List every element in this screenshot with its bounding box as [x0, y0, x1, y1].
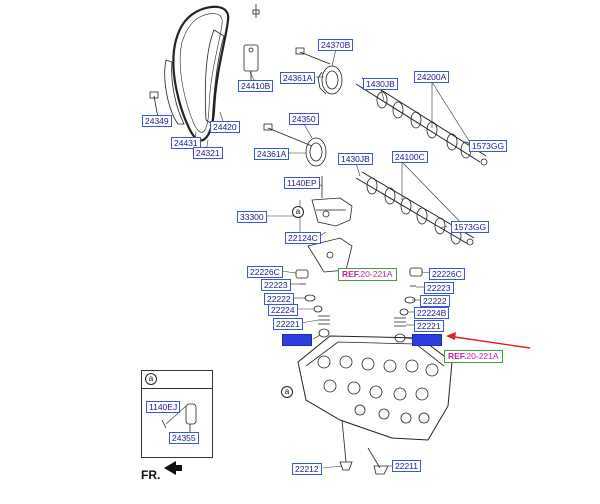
- cvvt-valve-assembly: [311, 197, 353, 227]
- reference-link-lower[interactable]: REF.20-221A: [444, 350, 503, 363]
- part-label-1430jb-lower[interactable]: 1430JB: [338, 153, 373, 165]
- part-label-24200a[interactable]: 24200A: [414, 71, 450, 83]
- exhaust-cam-sprocket: [317, 65, 343, 95]
- detail-inset: [141, 370, 213, 458]
- chain-guide-left: [164, 59, 185, 125]
- inset-header: [142, 371, 212, 389]
- intake-valve: [367, 447, 389, 475]
- part-label-22212[interactable]: 22212: [292, 463, 322, 475]
- front-arrow-icon: [164, 461, 182, 475]
- part-label-22226c-left[interactable]: 22226C: [247, 266, 283, 278]
- reference-code: 20-221A: [466, 351, 499, 361]
- part-label-22225-right-highlighted[interactable]: 22225: [412, 334, 442, 346]
- part-label-1140ep[interactable]: 1140EP: [284, 177, 320, 189]
- part-label-22222-right[interactable]: 22222: [420, 295, 450, 307]
- front-marker-label: FR.: [141, 468, 161, 482]
- part-label-22224b[interactable]: 22224B: [414, 307, 450, 319]
- timing-chain-inner: [179, 13, 223, 133]
- part-label-33300[interactable]: 33300: [237, 211, 267, 223]
- part-label-22221-left[interactable]: 22221: [273, 318, 303, 330]
- part-label-24420[interactable]: 24420: [210, 121, 240, 133]
- valve-train-left: [295, 269, 330, 338]
- reference-link-upper[interactable]: REF.20-221A: [338, 268, 397, 281]
- part-label-24349[interactable]: 24349: [142, 115, 172, 127]
- part-label-24350[interactable]: 24350: [289, 113, 319, 125]
- reference-code: 20-221A: [360, 269, 393, 279]
- part-label-22223-left[interactable]: 22223: [261, 279, 291, 291]
- part-label-24361a-upper[interactable]: 24361A: [280, 72, 316, 84]
- exhaust-camshaft: [355, 77, 488, 166]
- part-label-24370b[interactable]: 24370B: [318, 39, 354, 51]
- part-label-24355[interactable]: 24355: [169, 432, 199, 444]
- callout-a-head[interactable]: a: [281, 386, 293, 398]
- intake-cam-sprocket: [305, 137, 327, 167]
- part-label-1140ej[interactable]: 1140EJ: [146, 401, 181, 413]
- intake-camshaft: [355, 171, 475, 246]
- part-label-24410b[interactable]: 24410B: [238, 80, 274, 92]
- part-label-24321[interactable]: 24321: [193, 147, 223, 159]
- callout-a-inset: a: [145, 373, 157, 385]
- part-label-24431[interactable]: 24431: [171, 137, 201, 149]
- part-label-22211[interactable]: 22211: [392, 460, 422, 472]
- part-label-1573gg-lower[interactable]: 1573GG: [451, 221, 490, 233]
- callout-a-cvvt[interactable]: a: [292, 206, 304, 218]
- part-label-1573gg-upper[interactable]: 1573GG: [469, 140, 508, 152]
- exhaust-valve: [339, 419, 353, 471]
- part-label-1430jb-upper[interactable]: 1430JB: [363, 78, 398, 90]
- part-label-22124c[interactable]: 22124C: [285, 232, 321, 244]
- cylinder-head: [297, 335, 453, 441]
- part-label-24361a-lower[interactable]: 24361A: [254, 148, 290, 160]
- part-label-24100c[interactable]: 24100C: [392, 151, 428, 163]
- timing-chain: [172, 5, 230, 142]
- red-pointer-arrow: [446, 332, 531, 349]
- chain-tensioner: [243, 44, 259, 72]
- part-label-22226c-right[interactable]: 22226C: [429, 268, 465, 280]
- part-label-22221-right[interactable]: 22221: [414, 320, 444, 332]
- part-label-22225-left-highlighted[interactable]: 22225: [282, 334, 312, 346]
- part-label-22223-right[interactable]: 22223: [424, 282, 454, 294]
- part-label-22224-left[interactable]: 22224: [268, 304, 298, 316]
- reference-prefix: REF.: [342, 269, 361, 279]
- leader-lines: [155, 48, 477, 469]
- reference-prefix: REF.: [448, 351, 467, 361]
